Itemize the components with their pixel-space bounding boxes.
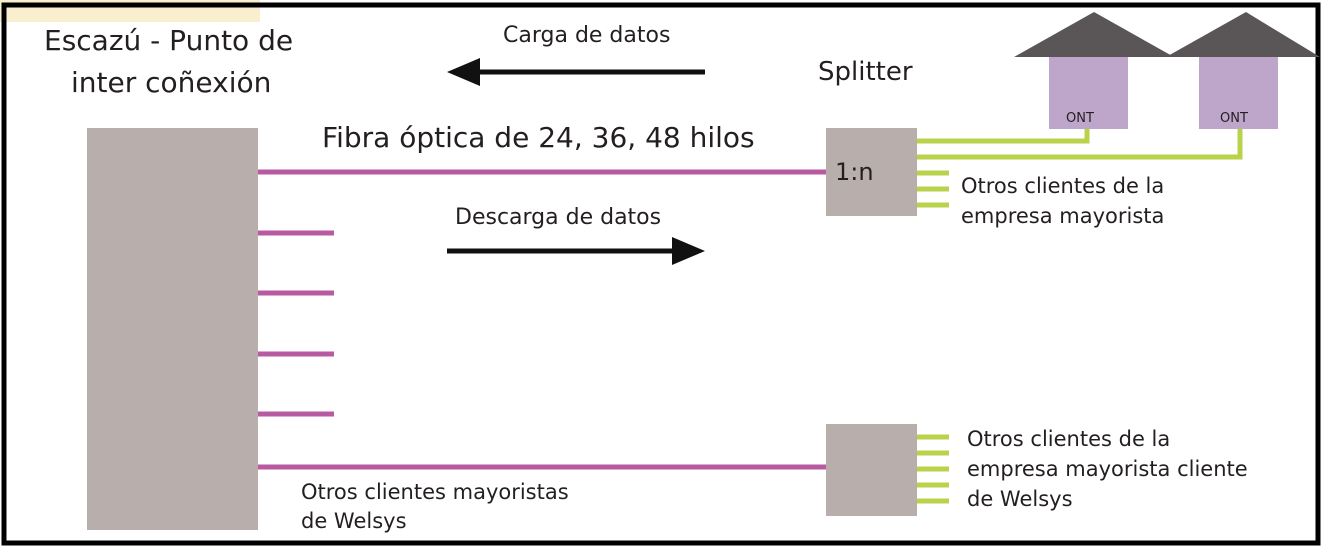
splitter-box-bottom (826, 424, 917, 516)
arrow-left-icon (447, 58, 705, 86)
house-icon (1166, 12, 1320, 129)
drop-to-ont-left (917, 129, 1090, 144)
house-icon (1014, 12, 1174, 129)
wholesale-line1: Otros clientes mayoristas (301, 480, 569, 504)
clients-top-line1: Otros clientes de la (961, 174, 1164, 198)
splitter-ratio: 1:n (835, 158, 874, 186)
download-label: Descarga de datos (455, 205, 661, 230)
hub-title-line1: Escazú - Punto de (44, 24, 293, 57)
clients-bottom-line3: de Welsys (967, 487, 1073, 511)
drop-to-ont-right (917, 129, 1243, 160)
upload-label: Carga de datos (503, 23, 670, 48)
clients-bottom-line2: empresa mayorista cliente (967, 457, 1248, 481)
fiber-label: Fibra óptica de 24, 36, 48 hilos (322, 121, 755, 154)
interconnection-rack (87, 128, 258, 530)
splitter-box (826, 128, 917, 216)
ont-left-label: ONT (1066, 111, 1094, 126)
ont-right-label: ONT (1220, 111, 1248, 126)
clients-bottom-line1: Otros clientes de la (967, 427, 1170, 451)
wholesale-line2: de Welsys (301, 509, 407, 533)
splitter-label: Splitter (818, 57, 913, 87)
hub-title-line2: inter coñexión (71, 66, 271, 99)
arrow-right-icon (447, 237, 705, 265)
clients-top-line2: empresa mayorista (961, 204, 1164, 228)
